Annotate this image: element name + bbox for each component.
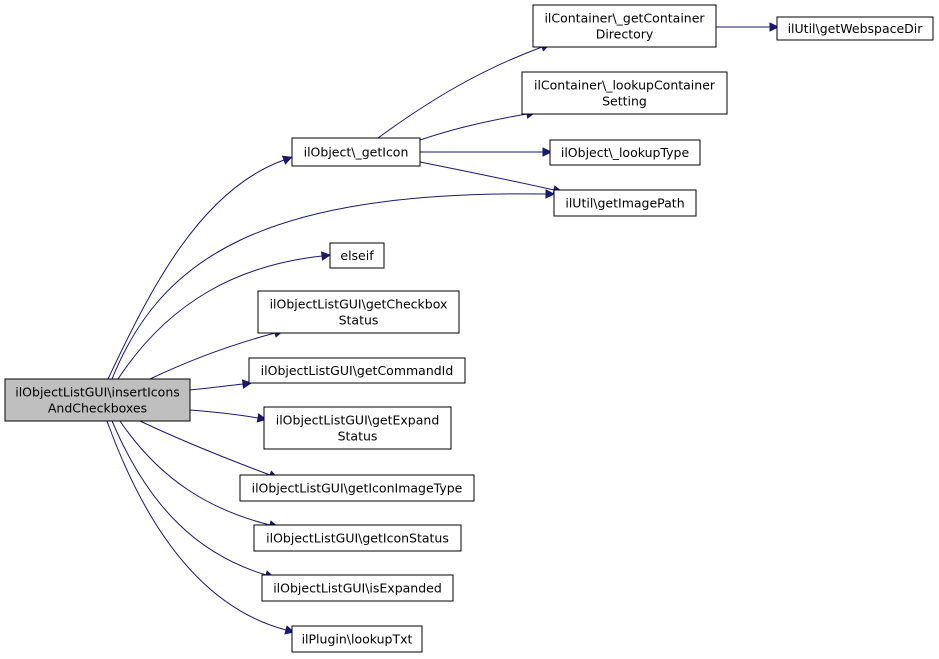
node-geticonstatus[interactable]: ilObjectListGUI\getIconStatus (253, 524, 462, 552)
node-label: ilPlugin\lookupTxt (302, 632, 413, 647)
arrowhead (281, 155, 293, 165)
node-label: ilUtil\getWebspaceDir (788, 21, 924, 36)
edge-line (377, 46, 543, 139)
node-isexpanded[interactable]: ilObjectListGUI\isExpanded (261, 574, 454, 602)
arrowhead (320, 251, 332, 261)
node-label: ilObject\_getIcon (304, 145, 409, 160)
node-box (549, 139, 701, 166)
node-label: Status (338, 429, 378, 444)
node-label: ilObjectListGUI\isExpanded (273, 581, 442, 596)
arrowhead (241, 379, 253, 389)
node-label: ilObject\_lookupType (561, 145, 690, 160)
edge-line (117, 255, 323, 380)
arrowhead (542, 147, 553, 157)
node-label: ilObjectListGUI\getCommandId (261, 363, 454, 378)
edge-root-to-elseif (117, 251, 332, 380)
node-label: ilObjectListGUI\getExpand (276, 413, 440, 428)
node-box (4, 378, 191, 422)
arrowhead (769, 22, 780, 32)
node-label: ilObjectListGUI\insertIcons (15, 385, 180, 400)
node-box (261, 574, 454, 602)
edge-line (149, 332, 276, 380)
node-box (239, 474, 475, 502)
node-box (263, 406, 452, 450)
node-label: AndCheckboxes (48, 401, 147, 416)
node-label: Setting (602, 94, 647, 109)
node-label: ilObjectListGUI\getIconStatus (266, 531, 449, 546)
edge-line (189, 383, 244, 391)
node-box (532, 4, 717, 48)
node-box (521, 71, 728, 115)
node-box (291, 137, 421, 167)
edge-root-to-getexpandstatus (189, 409, 267, 423)
node-label: ilContainer\_lookupContainer (534, 78, 716, 93)
node-label: ilContainer\_getContainer (544, 11, 705, 26)
node-elseif[interactable]: elseif (329, 242, 385, 269)
node-lookuptype[interactable]: ilObject\_lookupType (549, 139, 701, 166)
node-box (248, 357, 466, 384)
edge-root-to-getimagepath (111, 189, 556, 380)
edge-geticon-to-lookupcontainersetting (419, 109, 536, 141)
edge-root-to-getcommandid (189, 379, 253, 391)
node-box (257, 290, 460, 334)
node-label: elseif (340, 248, 374, 263)
edge-root-to-geticonimagetype (139, 420, 279, 480)
arrowhead (545, 189, 556, 199)
node-label: ilUtil\getImagePath (565, 196, 684, 211)
node-box (253, 524, 462, 552)
node-box (291, 625, 423, 653)
edge-getcontainerdir-to-getwebspacedir (716, 22, 780, 32)
node-label: ilObjectListGUI\getCheckbox (270, 297, 448, 312)
node-geticon[interactable]: ilObject\_getIcon (291, 137, 421, 167)
edge-root-to-geticon (107, 155, 293, 380)
node-box (553, 189, 697, 217)
edge-line (419, 113, 528, 141)
node-lookuptxt[interactable]: ilPlugin\lookupTxt (291, 625, 423, 653)
edge-geticon-to-lookuptype (419, 147, 553, 157)
node-label: ilObjectListGUI\getIconImageType (252, 481, 463, 496)
edge-line (419, 161, 555, 191)
edge-line (139, 420, 271, 476)
edge-line (106, 420, 287, 631)
node-label: Status (339, 313, 379, 328)
node-getimagepath[interactable]: ilUtil\getImagePath (553, 189, 697, 217)
node-getwebspacedir[interactable]: ilUtil\getWebspaceDir (776, 16, 934, 41)
edge-line (107, 159, 285, 380)
edge-line (189, 409, 259, 419)
edge-line (119, 420, 271, 526)
nodes-layer: ilObjectListGUI\insertIconsAndCheckboxes… (4, 4, 934, 653)
node-label: Directory (596, 27, 654, 42)
node-box (776, 16, 934, 41)
edge-line (111, 420, 267, 576)
node-geticonimagetype[interactable]: ilObjectListGUI\getIconImageType (239, 474, 475, 502)
edge-geticon-to-getimagepath (419, 161, 563, 195)
edge-line (111, 193, 547, 380)
node-getcommandid[interactable]: ilObjectListGUI\getCommandId (248, 357, 466, 384)
node-box (329, 242, 385, 269)
